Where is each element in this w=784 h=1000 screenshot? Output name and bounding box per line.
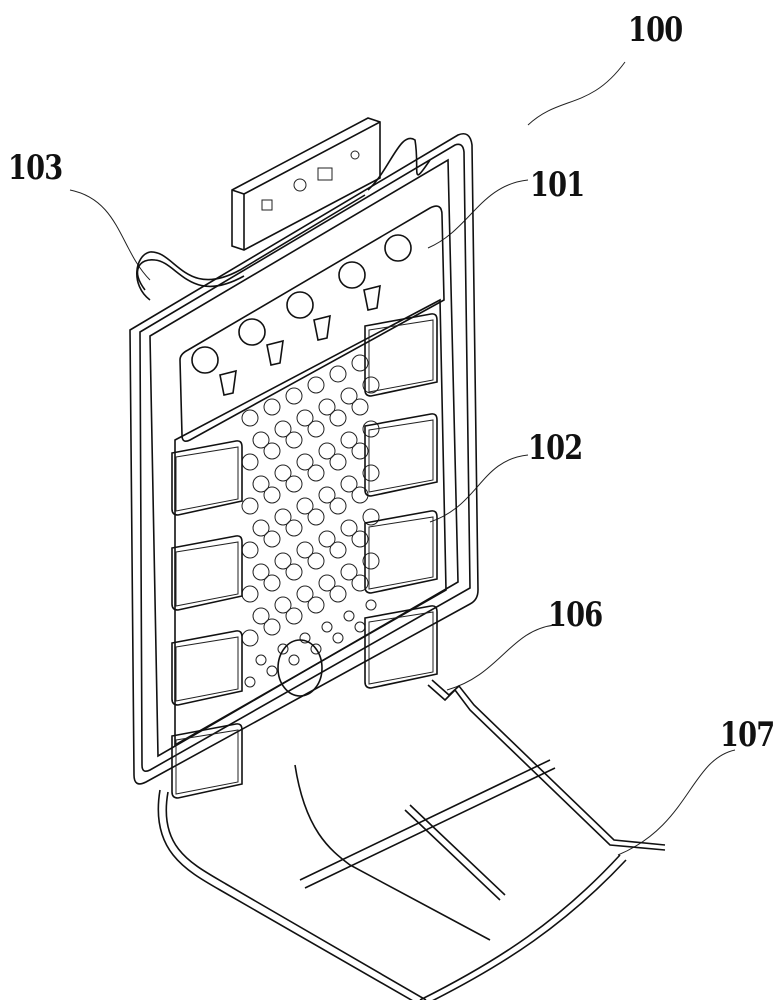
- hex-hole: [264, 399, 280, 415]
- hex-hole: [264, 619, 280, 635]
- hex-hole: [264, 443, 280, 459]
- hex-hole: [242, 586, 258, 602]
- base-frame-wire: [158, 680, 665, 1000]
- heating-pad: [365, 314, 437, 396]
- hex-hole: [352, 399, 368, 415]
- heating-pad-inner: [369, 612, 433, 684]
- hex-hole: [322, 622, 332, 632]
- heating-pad-inner: [176, 637, 238, 701]
- round-hole: [339, 262, 365, 288]
- leader-107: [618, 750, 735, 855]
- trapezoid-hole: [267, 341, 283, 365]
- hex-hole: [264, 531, 280, 547]
- large-hole: [278, 640, 322, 696]
- leader-lines: [70, 62, 735, 855]
- hex-hole: [264, 487, 280, 503]
- hex-hole: [330, 498, 346, 514]
- hex-hole: [289, 655, 299, 665]
- heating-pad-inner: [176, 542, 238, 606]
- hex-hole: [308, 553, 324, 569]
- label-106: 106: [548, 595, 602, 635]
- hex-hole: [242, 542, 258, 558]
- heating-pad: [365, 414, 437, 496]
- hex-hole: [330, 586, 346, 602]
- hex-hole: [366, 600, 376, 610]
- hex-hole: [330, 366, 346, 382]
- hex-hole: [242, 630, 258, 646]
- hex-hole: [267, 666, 277, 676]
- hex-hole: [308, 421, 324, 437]
- leader-106: [447, 625, 555, 690]
- round-hole: [192, 347, 218, 373]
- round-hole: [385, 235, 411, 261]
- hex-hole: [355, 622, 365, 632]
- round-hole: [239, 319, 265, 345]
- hole-grid: [242, 355, 379, 696]
- label-101: 101: [530, 165, 584, 205]
- hex-hole: [308, 377, 324, 393]
- hex-hole: [286, 432, 302, 448]
- label-103: 103: [8, 148, 62, 188]
- hex-hole: [308, 465, 324, 481]
- hex-hole: [308, 509, 324, 525]
- hex-hole: [264, 575, 280, 591]
- hex-hole: [286, 608, 302, 624]
- label-102: 102: [528, 428, 582, 468]
- hex-hole: [286, 520, 302, 536]
- hex-hole: [256, 655, 266, 665]
- hex-hole: [242, 498, 258, 514]
- round-hole: [287, 292, 313, 318]
- leader-100: [528, 62, 625, 125]
- hex-hole: [330, 542, 346, 558]
- label-107: 107: [720, 715, 774, 755]
- trapezoid-hole: [220, 371, 236, 395]
- hex-hole: [330, 454, 346, 470]
- heating-pad-inner: [176, 447, 238, 511]
- hex-hole: [308, 597, 324, 613]
- hex-hole: [330, 410, 346, 426]
- hex-hole: [242, 410, 258, 426]
- hex-hole: [286, 388, 302, 404]
- hex-hole: [286, 476, 302, 492]
- hex-hole: [245, 677, 255, 687]
- heating-pad-inner: [369, 517, 433, 589]
- hex-hole: [242, 454, 258, 470]
- hex-hole: [344, 611, 354, 621]
- heating-pad: [365, 606, 437, 688]
- trapezoid-hole: [364, 286, 380, 310]
- hex-hole: [333, 633, 343, 643]
- upper-holes: [192, 235, 411, 395]
- hex-hole: [286, 564, 302, 580]
- trapezoid-hole: [314, 316, 330, 340]
- label-100: 100: [628, 10, 682, 50]
